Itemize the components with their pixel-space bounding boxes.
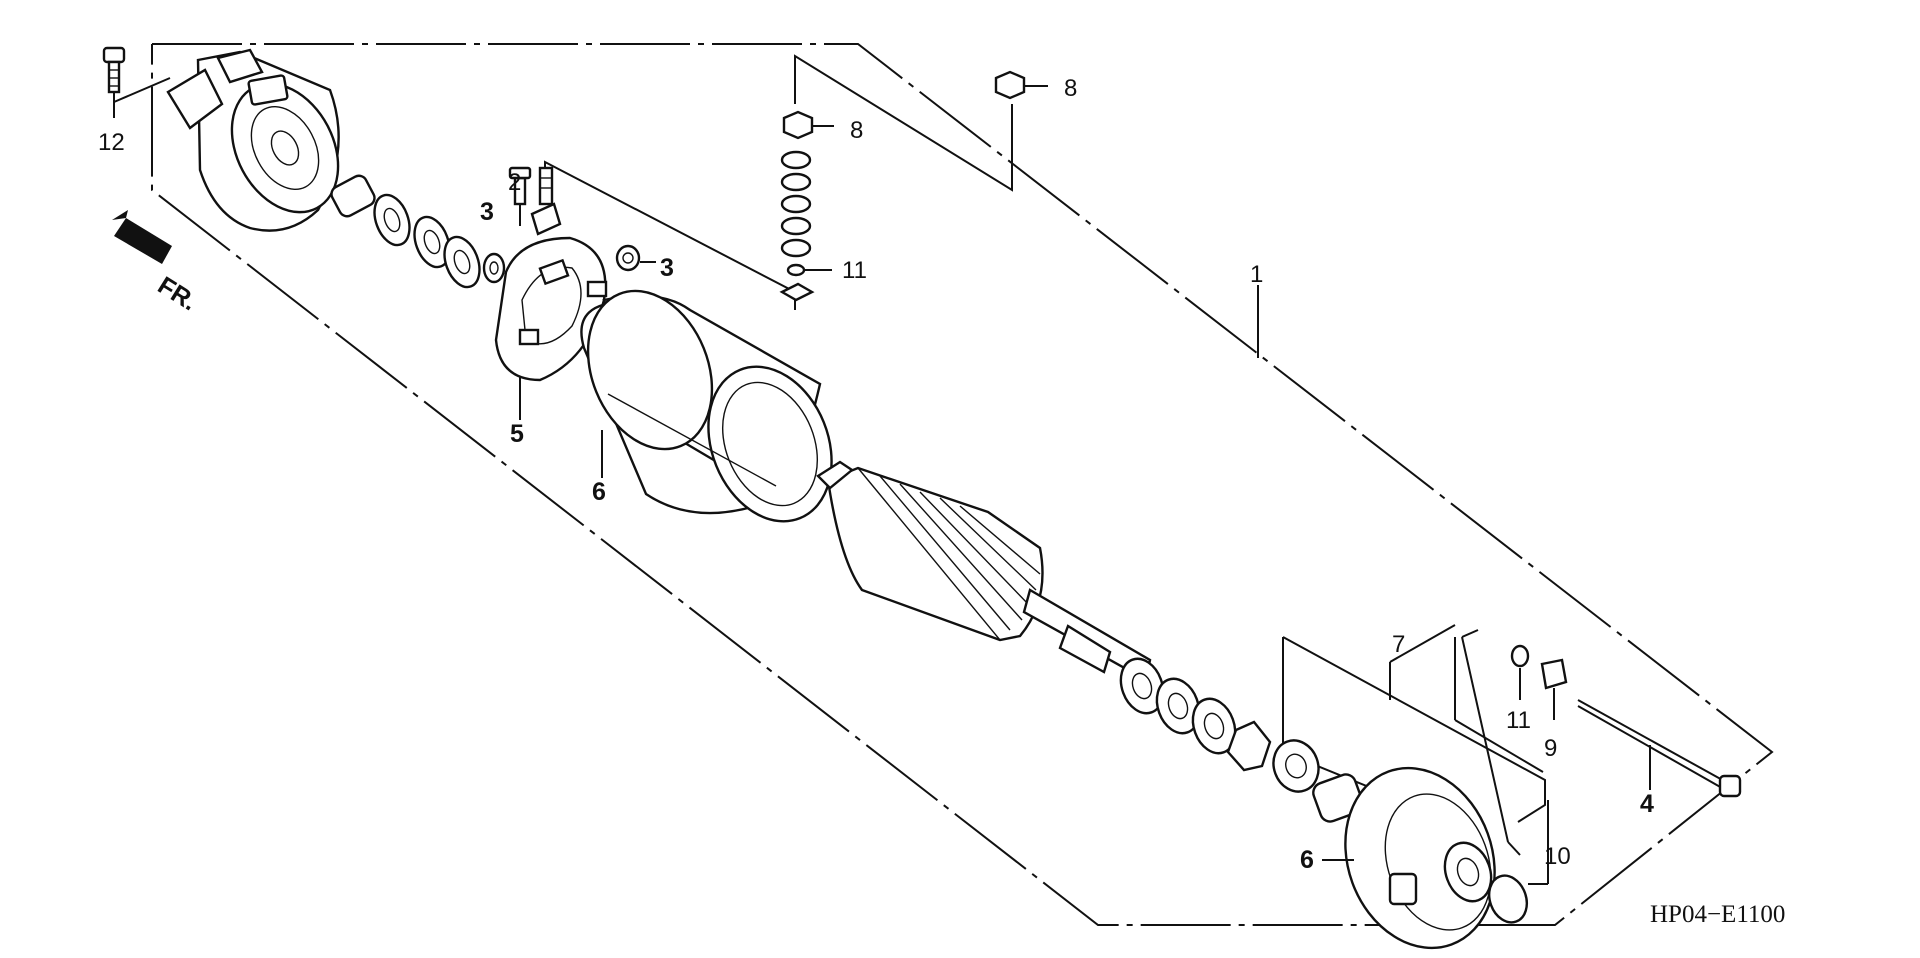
o-ring-part-10 xyxy=(1487,874,1529,924)
callout-2: 2 xyxy=(508,169,521,196)
callout-8-top: 8 xyxy=(1064,75,1077,102)
callout-7: 7 xyxy=(1392,631,1405,658)
callout-9: 9 xyxy=(1544,735,1557,762)
bearing xyxy=(1272,739,1320,793)
yoke-housing xyxy=(580,289,833,523)
callout-12: 12 xyxy=(98,129,125,156)
front-cover xyxy=(1344,766,1496,950)
top-nut-part-8 xyxy=(994,70,1048,100)
callout-8-stack: 8 xyxy=(850,117,863,144)
callout-6-lower: 6 xyxy=(1300,846,1314,874)
front-label: FR. xyxy=(153,271,202,316)
brush-part-3-right xyxy=(615,244,641,272)
diagram-code: HP04−E1100 xyxy=(1650,901,1785,928)
washer-group-bracket xyxy=(544,54,1013,310)
leader-10 xyxy=(1461,629,1549,885)
rear-washer-stack xyxy=(373,193,481,289)
brush-holder-plate-part-5 xyxy=(494,236,608,382)
upper-nut-stack xyxy=(779,110,834,302)
callout-6-upper: 6 xyxy=(592,478,606,506)
front-washer-stack xyxy=(1119,657,1272,772)
screw-part-2 xyxy=(508,166,562,236)
callout-3-left: 3 xyxy=(480,198,494,226)
armature xyxy=(816,460,1152,682)
callout-10: 10 xyxy=(1544,843,1571,870)
bolt-part-12 xyxy=(102,46,171,118)
callout-5: 5 xyxy=(510,420,524,448)
callout-1: 1 xyxy=(1250,261,1263,288)
lock-washer-part-11-lower xyxy=(1510,644,1530,700)
callout-4: 4 xyxy=(1640,790,1654,818)
callout-11-lower: 11 xyxy=(1506,707,1531,734)
bushing xyxy=(330,174,376,218)
rear-cover-housing xyxy=(166,48,340,232)
long-bolt-part-4 xyxy=(1577,699,1742,798)
callout-11-stack: 11 xyxy=(842,257,867,284)
assembly-boundary xyxy=(151,43,1774,926)
plate-part-9 xyxy=(1540,658,1568,720)
brush-part-3-left xyxy=(482,252,506,284)
front-direction-arrow-icon: FR. xyxy=(112,210,202,316)
callout-3-right: 3 xyxy=(660,254,674,282)
